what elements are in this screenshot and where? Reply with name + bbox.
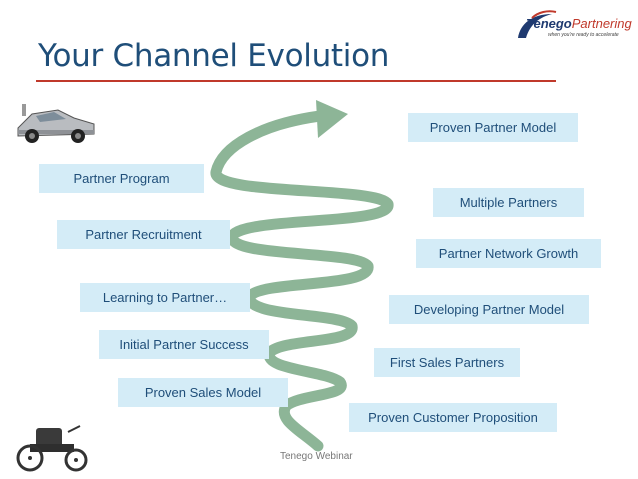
page-title: Your Channel Evolution (38, 38, 390, 74)
logo-brand-bold: Tenego (526, 16, 572, 31)
right-label-partner-network-growth: Partner Network Growth (416, 239, 601, 268)
left-label-initial-partner-success: Initial Partner Success (99, 330, 269, 359)
vintage-automobile-icon (16, 425, 88, 472)
logo-brand-rest: Partnering (571, 16, 632, 31)
logo-tagline: when you're ready to accelerate (548, 32, 619, 38)
right-label-proven-customer-proposition: Proven Customer Proposition (349, 403, 557, 432)
left-label-partner-program: Partner Program (39, 164, 204, 193)
left-label-learning-to-partner: Learning to Partner… (80, 283, 250, 312)
logo-wordmark: TenegoPartnering (526, 16, 632, 31)
right-label-multiple-partners: Multiple Partners (433, 188, 584, 217)
delorean-car-icon (17, 104, 95, 143)
tenego-swoosh-icon (518, 10, 557, 38)
left-label-partner-recruitment: Partner Recruitment (57, 220, 230, 249)
right-label-developing-partner-model: Developing Partner Model (389, 295, 589, 324)
right-label-proven-partner-model: Proven Partner Model (408, 113, 578, 142)
footer-text: Tenego Webinar (280, 451, 353, 462)
title-underline (36, 80, 556, 82)
left-label-proven-sales-model: Proven Sales Model (118, 378, 288, 407)
right-label-first-sales-partners: First Sales Partners (374, 348, 520, 377)
